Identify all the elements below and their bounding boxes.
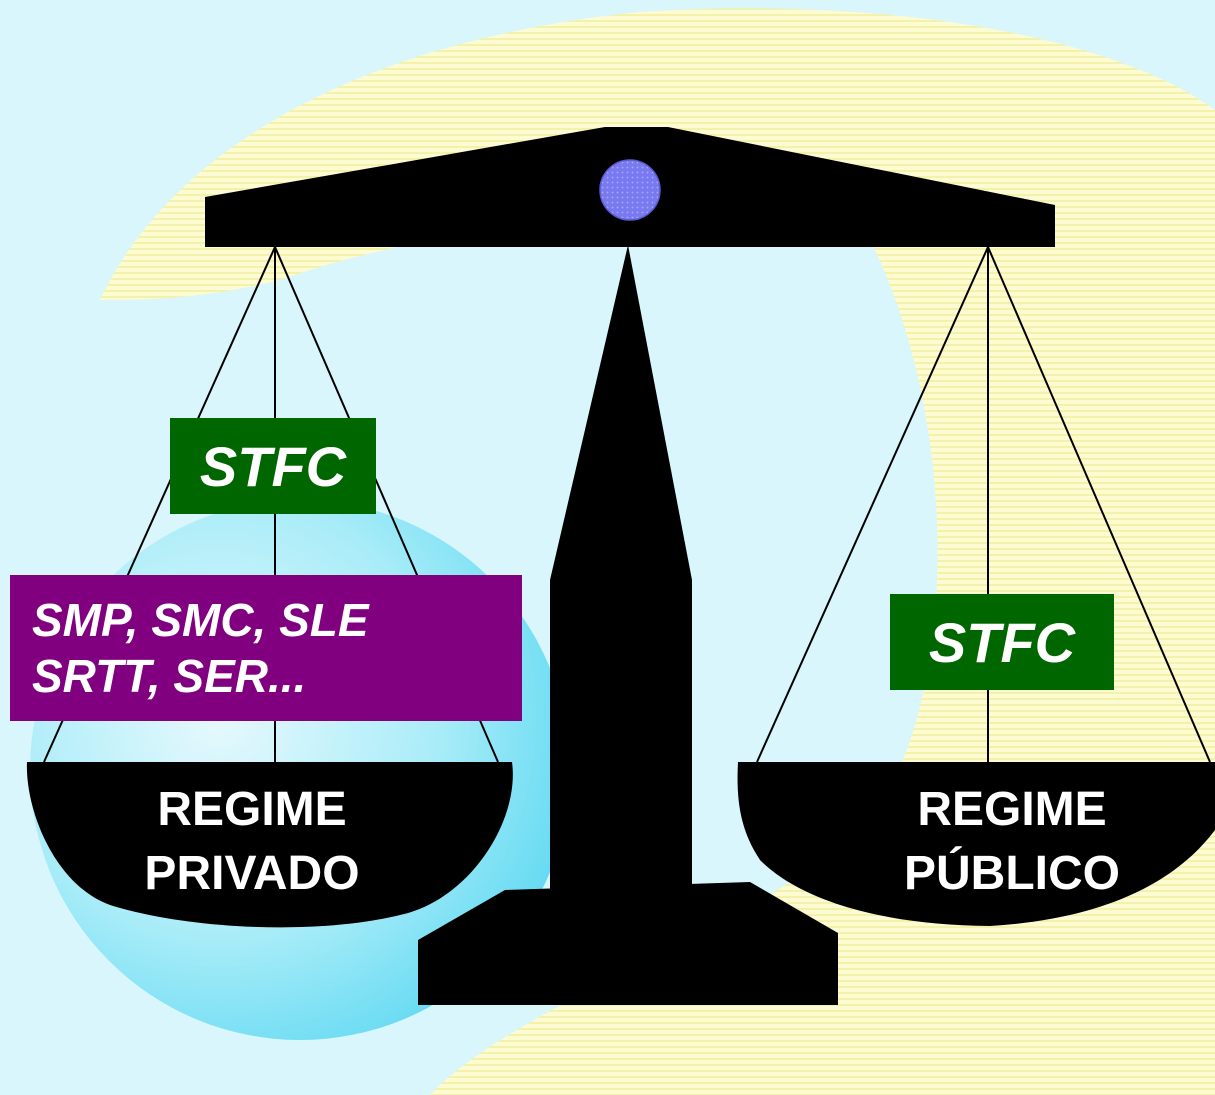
left-pan-label-line-2: PRIVADO xyxy=(144,847,360,900)
left-stfc-label: STFC xyxy=(199,434,347,498)
pivot-circle-icon xyxy=(599,159,661,221)
right-pan-label: REGIME PÚBLICO xyxy=(862,778,1162,906)
right-pan-label-line-1: REGIME xyxy=(917,783,1107,836)
right-pan-label-line-2: PÚBLICO xyxy=(904,847,1120,900)
services-box: SMP, SMC, SLE SRTT, SER... xyxy=(10,575,522,721)
right-stfc-label: STFC xyxy=(928,610,1076,674)
scale-pillar xyxy=(550,245,692,890)
left-pan-label: REGIME PRIVADO xyxy=(102,778,402,906)
right-pan xyxy=(737,762,1215,926)
right-stfc-box: STFC xyxy=(890,594,1114,690)
services-line-2: SRTT, SER... xyxy=(32,650,307,702)
services-line-1: SMP, SMC, SLE xyxy=(32,594,369,646)
scale-base xyxy=(418,882,838,1005)
left-stfc-box: STFC xyxy=(170,418,376,514)
left-pan xyxy=(26,762,513,928)
left-pan-label-line-1: REGIME xyxy=(157,783,347,836)
